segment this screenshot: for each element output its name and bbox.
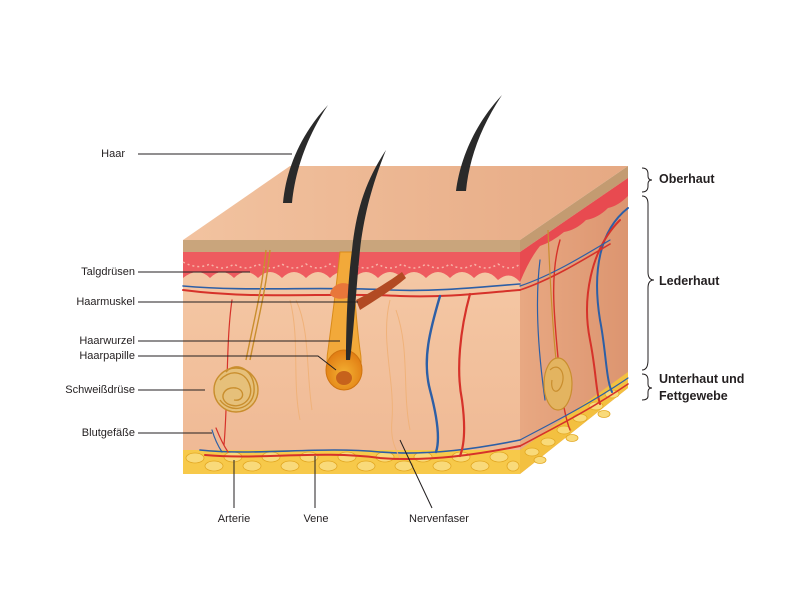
sebaceous-gland: [330, 283, 352, 299]
label-blutgefaesse: Blutgefäße: [81, 427, 135, 439]
nerve-fiber: [386, 299, 401, 459]
side-artery: [586, 219, 621, 405]
hair-shaft-middle: [346, 150, 386, 360]
hair-bulb: [325, 349, 363, 391]
hair-shaft-left: [283, 105, 328, 203]
layer-label-unterhaut: Unterhaut und Fettgewebe: [659, 371, 744, 405]
artery-horizontal-upper: [182, 289, 521, 298]
label-arterie: Arterie: [217, 513, 251, 525]
label-haarmuskel: Haarmuskel: [76, 296, 135, 308]
epidermis-front-edge: [183, 240, 520, 252]
label-schweissdruese: Schweißdrüse: [65, 384, 135, 396]
epidermis-side-edge: [520, 166, 628, 252]
side-vein: [596, 207, 629, 393]
leader-haarpapille: [138, 355, 337, 371]
layer-label-unterhaut-line1: Unterhaut und: [659, 372, 745, 386]
layer-label-lederhaut: Lederhaut: [659, 274, 720, 288]
brace-oberhaut: [641, 167, 653, 193]
layer-label-oberhaut: Oberhaut: [659, 172, 715, 186]
hair-papilla: [336, 371, 352, 385]
artery-vertical: [458, 292, 472, 458]
arrector-muscle: [356, 272, 406, 310]
label-nervenfaser: Nervenfaser: [409, 513, 469, 525]
layer-label-unterhaut-line2: Fettgewebe: [659, 389, 728, 403]
fat-layer-side: [520, 372, 628, 474]
side-sweat-gland: [543, 229, 573, 411]
leader-nervenfaser: [399, 439, 433, 509]
label-talgdruesen: Talgdrüsen: [81, 266, 135, 278]
label-haar: Haar: [101, 148, 125, 160]
label-haarwurzel: Haarwurzel: [79, 335, 135, 347]
sweat-gland: [213, 249, 271, 413]
dermis-band-side: [520, 178, 628, 282]
vein-vertical: [425, 294, 442, 454]
label-vene: Vene: [303, 513, 329, 525]
label-haarpapille: Haarpapille: [79, 350, 135, 362]
artery-horizontal-lower: [204, 445, 521, 461]
brace-unterhaut: [641, 373, 653, 401]
brace-lederhaut: [641, 195, 655, 371]
vein-horizontal-lower: [199, 439, 521, 454]
hair-shaft-right: [456, 95, 502, 191]
